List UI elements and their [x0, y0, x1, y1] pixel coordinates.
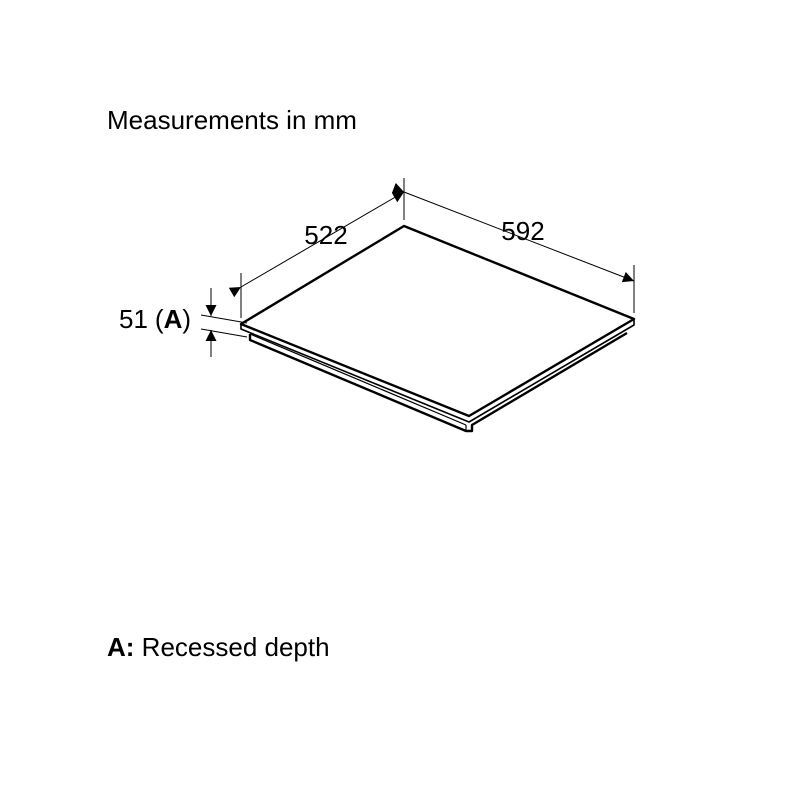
width-dimension-label: 592 — [501, 216, 544, 246]
recess-key: A — [164, 304, 183, 334]
hob-recessed-body — [248, 331, 628, 433]
hob-plate-edge — [240, 319, 635, 423]
legend-key: A: — [107, 632, 135, 662]
measurement-units-heading: Measurements in mm — [107, 105, 357, 135]
legend: A: Recessed depth — [107, 631, 330, 663]
recess-value: 51 — [119, 304, 148, 334]
depth-dimension-line — [228, 191, 405, 298]
recess-extension-top — [200, 314, 248, 324]
width-dimension-line — [391, 182, 635, 283]
recess-extension-bottom — [200, 328, 248, 338]
hob-top-plate — [239, 224, 636, 418]
recess-dimension-label: 51(A) — [119, 304, 191, 334]
hob-recessed-body-inner — [249, 333, 467, 426]
recess-paren-open: ( — [155, 304, 164, 334]
legend-description: Recessed depth — [141, 632, 330, 662]
recess-paren-close: ) — [182, 304, 191, 334]
depth-dimension-label: 522 — [304, 220, 347, 250]
